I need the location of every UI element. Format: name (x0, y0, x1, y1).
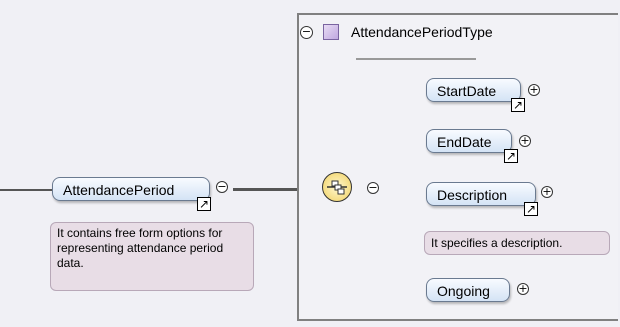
plus-circle-icon[interactable]: + (528, 83, 540, 96)
child-element-startdate[interactable]: StartDate (426, 78, 521, 102)
type-container (297, 13, 618, 321)
arrow-reference-icon: ↗ (524, 202, 538, 216)
child-element-label: Description (437, 187, 508, 203)
root-annotation: It contains free form options for repres… (50, 222, 254, 291)
sequence-compositor-icon[interactable] (322, 172, 352, 202)
child-element-label: EndDate (437, 134, 492, 150)
root-element-label: AttendancePeriod (63, 182, 175, 198)
child-element-description[interactable]: Description (426, 182, 536, 206)
description-annotation: It specifies a description. (424, 231, 610, 255)
arrow-reference-icon: ↗ (504, 149, 518, 163)
type-header: − AttendancePeriodType (300, 22, 493, 42)
minus-circle-icon[interactable]: − (367, 181, 379, 194)
minus-circle-icon[interactable]: − (300, 24, 313, 39)
arrow-reference-icon: ↗ (197, 197, 211, 211)
plus-circle-icon[interactable]: + (541, 185, 553, 198)
connector-line-root-to-sequence (233, 188, 323, 191)
arrow-reference-icon: ↗ (511, 98, 525, 112)
plus-circle-icon[interactable]: + (517, 282, 529, 295)
type-name: AttendancePeriodType (351, 24, 493, 40)
plus-circle-icon[interactable]: + (519, 134, 531, 147)
complex-type-icon (323, 24, 339, 40)
child-element-label: StartDate (437, 83, 497, 99)
child-element-enddate[interactable]: EndDate (426, 129, 512, 153)
child-element-label: Ongoing (437, 283, 490, 299)
connector-line-left (0, 189, 52, 191)
child-element-ongoing[interactable]: Ongoing (426, 278, 510, 302)
root-element-node[interactable]: AttendancePeriod (52, 177, 210, 201)
minus-circle-icon[interactable]: − (216, 180, 228, 193)
root-annotation-text: It contains free form options for repres… (57, 226, 224, 270)
description-annotation-text: It specifies a description. (431, 236, 563, 250)
type-header-divider (356, 58, 476, 60)
sequence-glyph (327, 180, 347, 195)
